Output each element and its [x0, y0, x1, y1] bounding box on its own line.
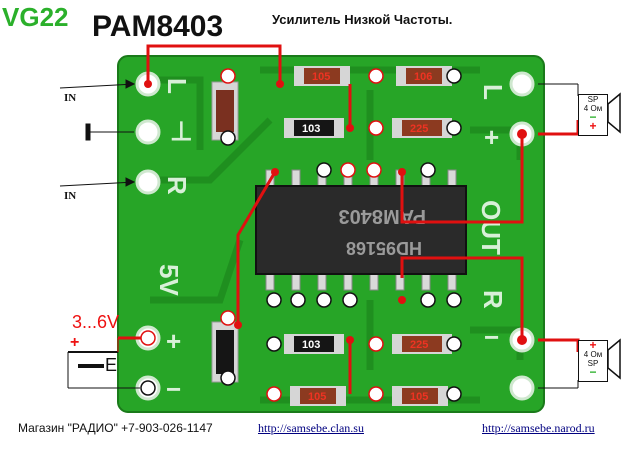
smd-106-top: 106 — [396, 66, 452, 86]
subtitle: Усилитель Низкой Частоты. — [272, 12, 453, 27]
smd-105-top: 105 — [294, 66, 350, 86]
silk-left-plus: + — [166, 326, 181, 356]
speaker-right-label: SP — [587, 359, 599, 368]
shop-contact: Магазин "РАДИО" +7-903-026-1147 — [18, 421, 213, 435]
ic-body — [255, 185, 467, 275]
link-clan[interactable]: http://samsebe.clan.su — [258, 421, 364, 435]
silk-right-l: L — [478, 84, 508, 100]
silk-right-minus: − — [484, 322, 499, 352]
speaker-right-plus: + — [589, 338, 597, 352]
battery-plus: + — [70, 334, 80, 351]
speaker-right-minus: − — [589, 365, 597, 379]
smd-225-top: 225 — [392, 118, 452, 138]
speaker-left-minus: − — [589, 110, 597, 124]
brand-label: VG22 — [2, 2, 69, 32]
silk-right-plus: + — [484, 122, 499, 152]
svg-text:105: 105 — [410, 391, 428, 403]
svg-text:225: 225 — [410, 123, 428, 135]
silk-right-r: R — [478, 290, 508, 309]
speaker-left-label: SP — [587, 95, 599, 104]
smd-105-bottom-left: 105 — [290, 386, 346, 406]
cap-left-top — [211, 81, 239, 141]
chip-title: PAM8403 — [92, 10, 224, 43]
ic-marking-2: HD95168 — [346, 238, 422, 258]
speaker-right-impedance: 4 Ом — [583, 350, 603, 359]
ic-marking-1: PAM8403 — [339, 205, 426, 227]
silk-left-gnd: ⊥ — [170, 116, 193, 146]
connection-dots — [144, 80, 527, 345]
svg-text:106: 106 — [414, 71, 432, 83]
ic-chip: HD95168 PAM8403 — [255, 169, 467, 291]
smd-105-bottom-right: 105 — [392, 386, 448, 406]
battery-label: E — [105, 355, 118, 375]
silk-left-l: L — [162, 78, 192, 94]
svg-text:103: 103 — [302, 123, 320, 135]
speaker-cones — [607, 92, 621, 380]
silk-left-5v: 5V — [154, 264, 184, 296]
svg-text:103: 103 — [302, 339, 320, 351]
svg-text:105: 105 — [312, 71, 330, 83]
svg-text:105: 105 — [308, 391, 326, 403]
smd-103-top: 103 — [284, 118, 344, 138]
link-narod[interactable]: http://samsebe.narod.ru — [482, 421, 595, 435]
speaker-left: SP 4 Ом − + — [578, 94, 608, 136]
battery-symbol — [67, 338, 140, 389]
polarity-markers — [140, 68, 462, 402]
silk-right-out: OUT — [476, 200, 506, 255]
voltage-label: 3...6V — [72, 312, 120, 332]
input-label-left: IN — [64, 92, 77, 104]
svg-text:225: 225 — [410, 339, 428, 351]
silk-left-r: R — [162, 176, 192, 195]
speaker-left-plus: + — [589, 119, 597, 133]
smd-103-bottom: 103 — [284, 334, 344, 354]
input-arrows — [59, 79, 136, 187]
speaker-left-impedance: 4 Ом — [583, 104, 603, 113]
silk-left-minus: − — [166, 374, 181, 404]
input-label-right: IN — [64, 190, 77, 202]
speaker-right: + 4 Ом SP − — [578, 338, 608, 382]
smd-225-bottom: 225 — [392, 334, 452, 354]
